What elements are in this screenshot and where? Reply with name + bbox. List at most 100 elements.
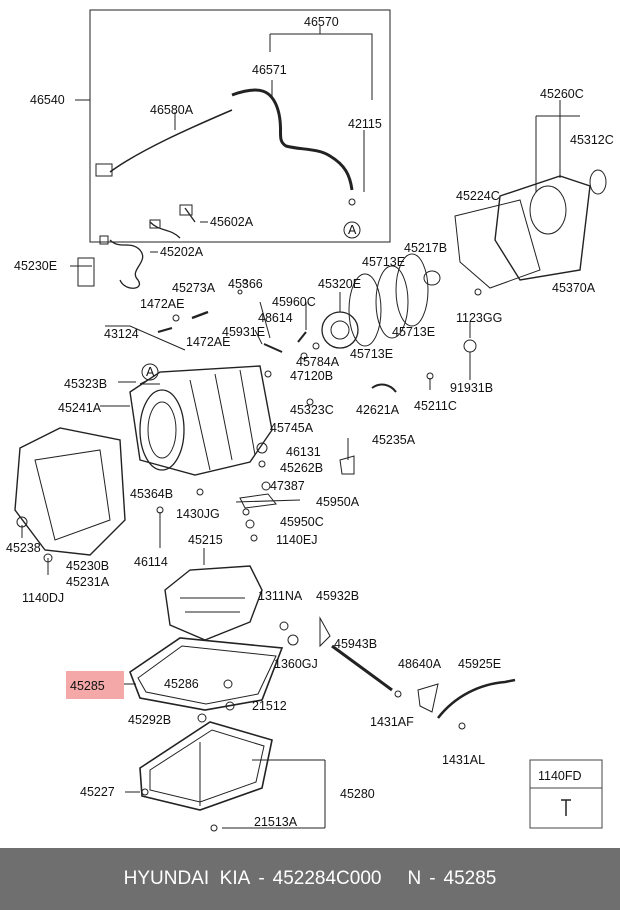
callout-1140fd: 1140FD <box>538 769 582 783</box>
callout-45364b: 45364B <box>130 487 173 501</box>
footer-separator-1: - <box>258 868 265 889</box>
callout-45262b: 45262B <box>280 461 323 475</box>
callout-1140ej: 1140EJ <box>276 533 317 547</box>
callout-45231a: 45231A <box>66 575 110 589</box>
converter-housing <box>14 427 126 556</box>
callout-45285: 45285 <box>70 679 105 693</box>
oil-pan-gasket <box>129 637 284 711</box>
callout-21513a: 21513A <box>254 815 298 829</box>
circle-a-marker-2 <box>141 363 159 381</box>
callout-45370a: 45370A <box>552 281 596 295</box>
callout-45745a: 45745A <box>270 421 314 435</box>
callout-46570: 46570 <box>304 15 339 29</box>
callout-21512: 21512 <box>252 699 287 713</box>
callout-45211c: 45211C <box>414 399 457 413</box>
transfer-gasket <box>454 199 541 289</box>
callout-42115: 42115 <box>348 117 382 131</box>
bracket-45230e <box>77 257 95 287</box>
detent-lever <box>417 683 439 713</box>
callout-45931e: 45931E <box>222 325 265 339</box>
callout-45224c: 45224C <box>456 189 500 203</box>
callout-1472ae-1: 1472AE <box>140 297 184 311</box>
callout-45950a: 45950A <box>316 495 360 509</box>
wiring-harness <box>109 239 144 289</box>
callout-45713e-3: 45713E <box>350 347 393 361</box>
callout-43124: 43124 <box>104 327 139 341</box>
callout-45260c: 45260C <box>540 87 584 101</box>
transfer-case <box>494 175 591 281</box>
callout-45280: 45280 <box>340 787 375 801</box>
callout-45713e-1: 45713E <box>362 255 405 269</box>
seal-ring-2 <box>375 265 409 339</box>
callout-1360gj: 1360GJ <box>274 657 318 671</box>
callout-46540: 46540 <box>30 93 65 107</box>
circle-a-marker <box>343 221 361 239</box>
callout-1123gg: 1123GG <box>456 311 502 325</box>
callout-91931b: 91931B <box>450 381 493 395</box>
callout-45960c: 45960C <box>272 295 316 309</box>
callout-1311na: 1311NA <box>258 589 303 603</box>
transmission-case <box>129 365 273 476</box>
callout-45286: 45286 <box>164 677 199 691</box>
footer-ref-number: 45285 <box>443 868 497 889</box>
callout-1472ae-2: 1472AE <box>186 335 230 349</box>
callout-46580a: 46580A <box>150 103 194 117</box>
valve-body <box>164 565 263 641</box>
callout-45713e-2: 45713E <box>392 325 435 339</box>
callout-1430jg: 1430JG <box>176 507 220 521</box>
part-info-footer: HYUNDAI KIA - 452284C000 N - 45285 <box>0 848 620 910</box>
callout-circle-a-2: A <box>146 365 155 379</box>
callout-48640a: 48640A <box>398 657 442 671</box>
callout-45227: 45227 <box>80 785 115 799</box>
callout-46571: 46571 <box>252 63 287 77</box>
callout-45215: 45215 <box>188 533 223 547</box>
dipstick-tube <box>231 88 354 191</box>
callout-45323c: 45323C <box>290 403 334 417</box>
callout-45217b: 45217B <box>404 241 447 255</box>
manual-shaft <box>331 644 393 692</box>
callout-45273a: 45273A <box>172 281 216 295</box>
inset-box-1140fd <box>529 759 603 829</box>
callout-45925e: 45925E <box>458 657 501 671</box>
callout-45230e: 45230E <box>14 259 57 273</box>
callout-45932b: 45932B <box>316 589 359 603</box>
callout-45323b: 45323B <box>64 377 107 391</box>
callout-45366: 45366 <box>228 277 263 291</box>
callout-47387: 47387 <box>270 479 305 493</box>
shift-cable <box>437 678 516 719</box>
footer-part-number: 452284C000 <box>272 868 382 889</box>
callout-45320e: 45320E <box>318 277 361 291</box>
callout-42621a: 42621A <box>356 403 400 417</box>
callout-45943b: 45943B <box>334 637 377 651</box>
callout-45312c: 45312C <box>570 133 614 147</box>
callout-46131: 46131 <box>286 445 321 459</box>
callout-45241a: 45241A <box>58 401 102 415</box>
callout-1431af: 1431AF <box>370 715 414 729</box>
oil-pan <box>139 721 273 811</box>
oil-pump <box>321 311 359 349</box>
callout-45202a: 45202A <box>160 245 204 259</box>
callout-45238: 45238 <box>6 541 41 555</box>
highlight-box-45285 <box>66 671 124 699</box>
callout-45602a: 45602A <box>210 215 254 229</box>
callout-45950c: 45950C <box>280 515 324 529</box>
callout-45292b: 45292B <box>128 713 171 727</box>
callout-1431al: 1431AL <box>442 753 485 767</box>
seal-ring-1 <box>348 273 382 347</box>
callout-1140dj: 1140DJ <box>22 591 64 605</box>
callout-48614: 48614 <box>258 311 293 325</box>
dipstick-wire <box>109 109 233 173</box>
footer-n-label: N <box>407 868 422 889</box>
callout-45784a: 45784A <box>296 355 340 369</box>
footer-separator-2: - <box>429 868 436 889</box>
dipstick-handle <box>95 163 113 177</box>
callout-47120b: 47120B <box>290 369 333 383</box>
footer-brand: HYUNDAI KIA <box>123 868 251 889</box>
callout-circle-a: A <box>348 223 357 237</box>
callout-45230b: 45230B <box>66 559 109 573</box>
callout-46114: 46114 <box>134 555 168 569</box>
seal-ring-3 <box>395 253 429 327</box>
callout-45235a: 45235A <box>372 433 416 447</box>
parts-diagram: 46570 46571 46540 46580A 42115 A 45602A … <box>6 9 614 832</box>
group-box-dipstick <box>89 9 391 243</box>
